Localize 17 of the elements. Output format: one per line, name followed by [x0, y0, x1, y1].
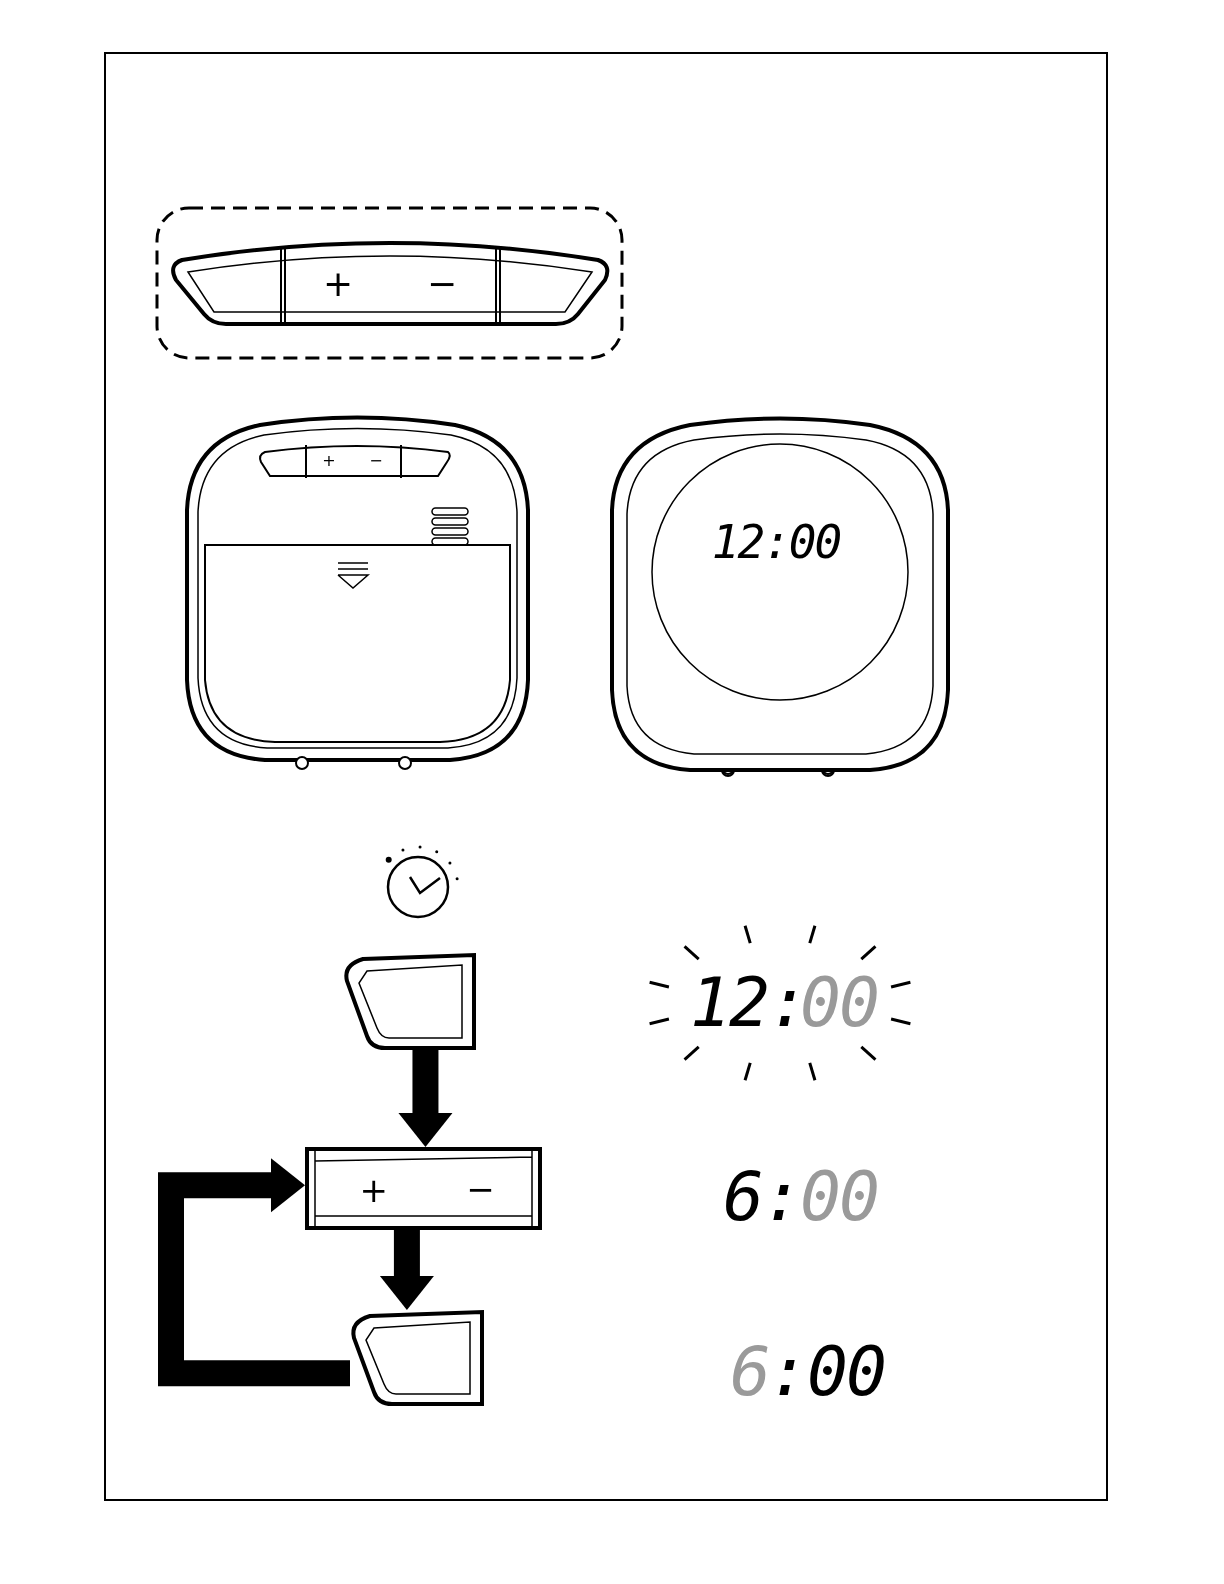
- arrow: [379, 1230, 434, 1310]
- button-symbol: −: [426, 266, 458, 302]
- button-symbol: +: [322, 266, 354, 302]
- push-button: [350, 1310, 484, 1406]
- push-button: [305, 1147, 542, 1230]
- button-symbol: +: [322, 453, 336, 469]
- button-symbol: −: [369, 453, 383, 469]
- display-digits: 6:: [723, 1163, 801, 1231]
- display-digits: 6: [730, 1338, 769, 1406]
- display-digits: 12:00: [711, 519, 841, 565]
- display-digits: :00: [768, 1338, 885, 1406]
- button-symbol: −: [466, 1171, 495, 1206]
- display-digits: 00: [800, 1163, 878, 1231]
- arrow: [398, 1050, 453, 1147]
- button-symbol: +: [359, 1173, 388, 1208]
- push-button: [343, 953, 476, 1050]
- arrow: [158, 1158, 350, 1387]
